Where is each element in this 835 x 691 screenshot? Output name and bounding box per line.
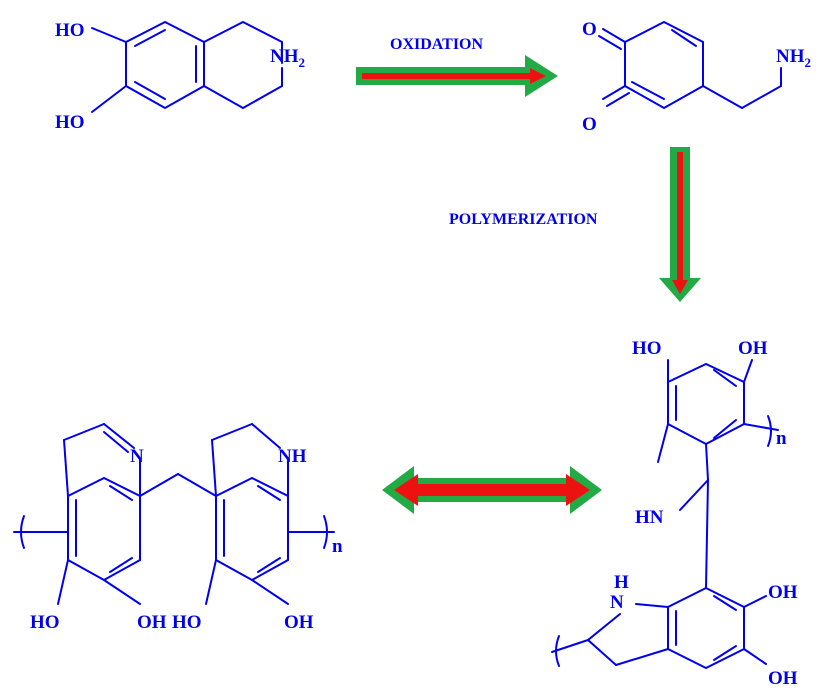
polydopamine-right-hn-upper-label: HN [635, 507, 664, 528]
polymerization-step-label: POLYMERIZATION [449, 211, 598, 228]
polydopamine-right-oh-mid-right-label: OH [768, 582, 798, 603]
polydopamine-right-oh-top-right-label: OH [738, 338, 768, 359]
resonance-arrow [382, 466, 602, 514]
dopaquinone-amine-label: NH2 [776, 46, 811, 70]
dopaquinone-o-top-label: O [582, 19, 597, 40]
polydopamine-left-ho-3-label: HO [172, 612, 202, 633]
polydopamine-right-oh-bottom-right-label: OH [768, 668, 798, 689]
polydopamine-right-bonds [551, 359, 779, 670]
polydopamine-left-ho-1-label: HO [30, 612, 60, 633]
polydopamine-left-repeat-label: n [332, 536, 343, 557]
polydopamine-right-n-lower-label: N [610, 592, 624, 613]
polydopamine-right-oh-top-left-label: HO [632, 338, 662, 359]
polydopamine-right-structure: HO OH n HN H N OH OH [551, 338, 798, 689]
dopamine-structure: HO HO NH2 [55, 20, 305, 133]
polydopamine-right-h-lower-label: H [614, 572, 629, 593]
oxidation-step-label: OXIDATION [390, 36, 483, 53]
dopamine-amine-label: NH2 [270, 46, 305, 70]
polydopamine-right-repeat-top-label: n [776, 428, 787, 449]
polydopamine-left-bonds [13, 423, 335, 605]
dopamine-bonds [91, 20, 283, 113]
dopamine-oh-bottom-label: HO [55, 112, 85, 133]
polydopamine-left-oh-4-label: OH [284, 612, 314, 633]
polydopamine-left-oh-2-label: OH [137, 612, 167, 633]
dopaquinone-structure: O O NH2 [582, 19, 811, 135]
resonance-arrow-inner [394, 474, 590, 506]
polydopamine-left-structure: N NH n HO OH HO OH [13, 423, 343, 633]
oxidation-arrow: OXIDATION [356, 36, 558, 97]
dopaquinone-o-bottom-label: O [582, 114, 597, 135]
polydopamine-left-nh-label: NH [278, 446, 307, 467]
dopamine-oh-top-label: HO [55, 20, 85, 41]
dopaquinone-bonds [598, 20, 782, 110]
polymerization-arrow: POLYMERIZATION [449, 147, 701, 302]
polymerization-arrow-inner [672, 152, 688, 294]
polydopamine-left-n-label: N [130, 446, 144, 467]
oxidation-arrow-inner [362, 68, 546, 84]
